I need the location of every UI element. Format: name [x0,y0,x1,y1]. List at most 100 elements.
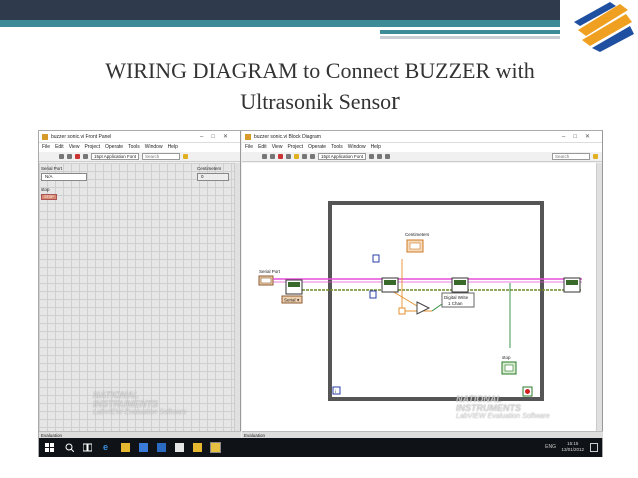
watermark-line3-bd: LabVIEW Evaluation Software [456,413,550,420]
edge-browser-icon[interactable]: e [103,442,109,452]
distribute-icon[interactable] [377,154,383,159]
labview-bd-taskbar-icon[interactable] [210,442,221,453]
block-diagram-svg: i Serial Port Serial ▾ [258,201,582,401]
numeric-constant-low[interactable] [398,307,406,315]
step-into-icon[interactable] [310,154,315,159]
windows-start-icon[interactable] [45,443,54,452]
evaluation-tab[interactable]: Evaluation [41,433,63,438]
abort-icon[interactable] [75,154,80,159]
menu-edit[interactable]: Edit [258,144,267,150]
header-accent-line [380,30,560,34]
block-diagram-window: buzzer sonic.vi Block Diagram –□✕ File E… [242,131,603,438]
menu-operate[interactable]: Operate [308,144,327,150]
stop-label: stop [41,187,50,192]
run-arrow-icon[interactable] [262,154,267,159]
centimeters-terminal-glyph [409,242,421,250]
serial-ring-label: Serial [284,298,296,303]
serial-port-control[interactable]: N/A [41,173,87,181]
window-controls[interactable]: –□✕ [562,134,598,140]
ni-watermark-fp: NATIONAL INSTRUMENTS LabVIEW Evaluation … [93,390,187,417]
block-diagram-scrollbar[interactable] [596,163,602,431]
header-accent-bar [0,20,560,27]
stop-condition-icon [525,389,530,394]
help-icon[interactable] [183,154,189,159]
run-arrow-icon[interactable] [59,154,64,159]
menu-project[interactable]: Project [287,144,303,150]
retain-wire-values-icon[interactable] [302,154,307,159]
file-explorer-icon[interactable] [121,443,130,452]
header-bar [0,0,560,20]
bd-centimeters-label: Centimeters [405,232,430,237]
serial-ring[interactable] [281,295,303,304]
menu-file[interactable]: File [42,144,51,150]
front-panel-scrollbar[interactable] [234,163,240,431]
notifications-icon[interactable] [590,443,598,452]
help-icon[interactable] [593,154,598,159]
pause-icon[interactable] [286,154,291,159]
ultrasonic-subvi-glyph [384,280,396,285]
reorder-icon[interactable] [385,154,391,159]
windows-taskbar: e ENG 15:15 13/01/2012 [39,438,602,457]
store-icon[interactable] [139,443,148,452]
digital-write-subvi-glyph [454,280,466,285]
iteration-terminal [332,386,341,395]
menu-window[interactable]: Window [144,144,163,150]
front-panel-toolbar: 15pt Application Font Search [39,152,240,162]
slide-title-line1: WIRING DIAGRAM to Connect BUZZER with [105,58,535,83]
search-input[interactable]: Search [552,153,590,160]
stop-button-text: STOP [44,195,54,199]
clock-time: 15:15 [567,441,579,446]
numeric-constant-top[interactable] [372,254,380,263]
taskbar-clock[interactable]: 15:15 13/01/2012 [561,441,584,453]
font-select[interactable]: 15pt Application Font [91,153,140,160]
stop-button[interactable]: STOP [41,194,57,200]
menu-help[interactable]: Help [167,144,178,150]
watermark-line3: LabVIEW Evaluation Software [93,409,187,416]
evaluation-tab[interactable]: Evaluation [244,433,266,438]
greater-than-node[interactable] [416,301,431,315]
system-tray[interactable]: ENG [545,444,556,450]
menu-window[interactable]: Window [347,144,366,150]
menu-help[interactable]: Help [370,144,381,150]
ring-dropdown-icon[interactable]: ▾ [297,298,300,303]
serial-port-label: Serial Port [41,166,63,171]
labview-app-icon [245,134,251,140]
menu-project[interactable]: Project [84,144,100,150]
font-select[interactable]: 15pt Application Font [318,153,367,160]
window-controls[interactable]: –□✕ [200,134,236,140]
while-loop-frame[interactable] [328,201,544,401]
close-subvi-glyph [566,280,578,285]
pause-icon[interactable] [83,154,88,159]
search-icon[interactable] [65,443,74,452]
highlight-execution-icon[interactable] [294,154,299,159]
block-diagram-statusbar: Evaluation [242,431,603,438]
serial-port-value: N/A [45,174,53,179]
run-continuously-icon[interactable] [67,154,72,159]
menu-view[interactable]: View [271,144,283,150]
run-continuously-icon[interactable] [270,154,275,159]
iteration-terminal-label: i [335,389,336,394]
watermark-line1: NATIONAL [93,390,139,400]
digital-write-selector[interactable] [441,292,475,308]
menu-file[interactable]: File [245,144,254,150]
menu-edit[interactable]: Edit [55,144,64,150]
labview-taskbar-icon[interactable] [175,443,184,452]
menu-tools[interactable]: Tools [128,144,140,150]
align-icon[interactable] [369,154,375,159]
numeric-constant-mid[interactable] [369,290,377,299]
labview-fp-taskbar-icon[interactable] [193,443,202,452]
centimeters-indicator: 0 [197,173,229,181]
task-view-icon[interactable] [83,443,92,452]
front-panel-canvas[interactable]: Serial Port N/A Centimeters 0 stop STOP … [39,163,235,431]
search-input[interactable]: Search [142,153,181,160]
slide-title-line2: Ultrasonik Sensor [40,86,600,117]
menu-tools[interactable]: Tools [331,144,343,150]
abort-icon[interactable] [278,154,283,159]
menu-view[interactable]: View [68,144,80,150]
init-subvi-glyph [288,282,300,287]
block-diagram-menubar: File Edit View Project Operate Tools Win… [242,143,602,152]
mail-icon[interactable] [157,443,166,452]
menu-operate[interactable]: Operate [105,144,124,150]
block-diagram-canvas[interactable]: i Serial Port Serial ▾ [242,163,597,431]
front-panel-menubar: File Edit View Project Operate Tools Win… [39,143,240,152]
